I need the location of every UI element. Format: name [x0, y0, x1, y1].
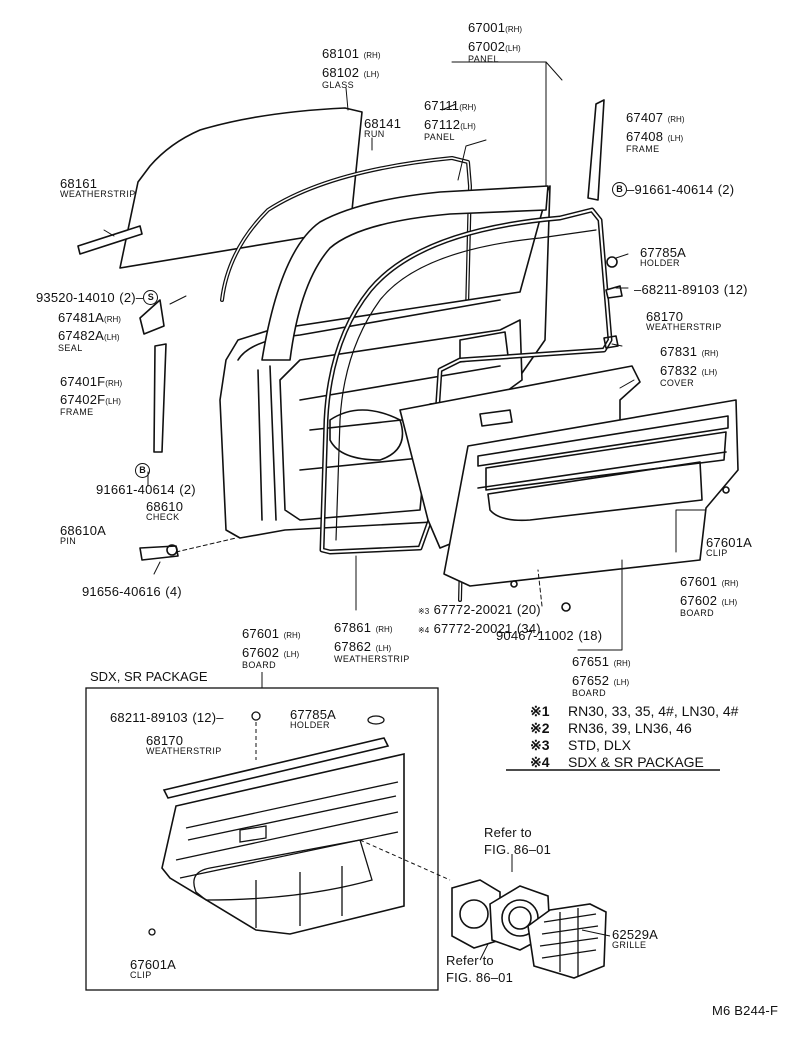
section-title: SDX, SR PACKAGE — [90, 670, 212, 683]
glass-weatherstrip-part — [77, 225, 143, 255]
label-weatherstrip-67861: 67861 (RH) 67862 (LH) WEATHERSTRIP — [334, 620, 410, 664]
label-frame-rear: 67407 (RH) 67408 (LH) FRAME — [626, 110, 685, 154]
label-seal: 67481A(RH) 67482A(LH) SEAL — [58, 310, 121, 353]
rear-frame — [587, 99, 605, 201]
label-panel-inner: 67111(RH) 67112(LH) PANEL — [424, 98, 477, 142]
label-screw-90467: 90467-11002 (18) — [496, 628, 603, 643]
diagram-code: M6 B244-F — [712, 1003, 779, 1018]
door-inner-frame — [261, 185, 549, 361]
label-screw-s: 93520-14010 (2)–S — [36, 290, 159, 306]
b-mark-icon: B — [612, 182, 627, 198]
check-link — [139, 545, 179, 561]
seal-part — [139, 299, 165, 335]
label-bolt-b: B–91661-40614 (2) — [612, 182, 734, 198]
label-package-clip: 68211-89103 (12)– — [110, 710, 224, 725]
label-bolt-91656: 91656-40616 (4) — [82, 584, 182, 599]
label-bolt-b2: 91661-40614 (2) — [96, 482, 196, 497]
package-weatherstrip — [162, 737, 390, 799]
label-board-67601: 67601 (RH) 67602 (LH) BOARD — [680, 574, 739, 618]
label-clip-68211: –68211-89103 (12) — [634, 282, 748, 297]
label-panel-outer: 67001(RH) 67002(LH) PANEL — [468, 20, 523, 64]
label-board-67651: 67651 (RH) 67652 (LH) BOARD — [572, 654, 631, 698]
s-mark-icon: S — [143, 290, 159, 306]
front-frame — [153, 343, 167, 453]
glass-pane — [119, 107, 363, 269]
b-mark-icon-front: B — [135, 463, 150, 478]
label-glass: 68101 (RH) 68102 (LH) GLASS — [322, 46, 381, 90]
label-cover: 67831 (RH) 67832 (LH) COVER — [660, 344, 719, 388]
grille-part — [527, 903, 607, 979]
trim-board — [443, 399, 739, 587]
label-screw-67772: ※3 67772-20021 (20) ※4 67772-20021 (34) — [418, 602, 541, 636]
label-board-package: 67601 (RH) 67602 (LH) BOARD — [242, 626, 301, 670]
package-trim-board — [161, 752, 405, 935]
label-frame-front: 67401F(RH) 67402F(LH) FRAME — [60, 374, 123, 417]
